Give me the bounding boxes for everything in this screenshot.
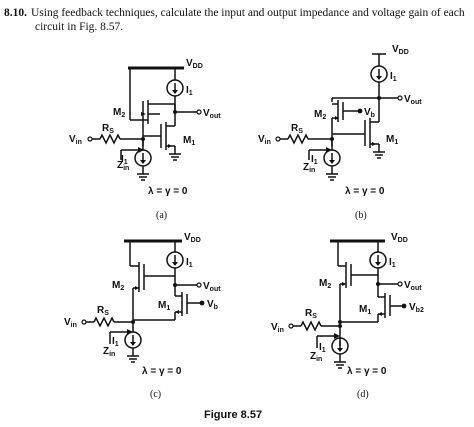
label-vdd: VDD	[186, 58, 203, 70]
label-zin: Zin	[303, 162, 315, 174]
current-source-i1b	[134, 149, 152, 167]
label-i1-bottom: I1	[112, 336, 119, 348]
label-rs: RS	[291, 123, 303, 135]
label-vout: Vout	[404, 94, 422, 106]
label-vdd: VDD	[391, 232, 408, 244]
label-vin: Vin	[258, 134, 271, 146]
transistor-m1	[332, 98, 380, 152]
transistor-m2	[337, 241, 378, 346]
label-m2: M2	[113, 107, 125, 119]
label-m2: M2	[314, 109, 326, 121]
label-i1: I1	[186, 257, 193, 269]
transistor-m1	[143, 112, 176, 154]
label-vb: Vb	[364, 107, 375, 119]
resistor-rs	[99, 133, 121, 145]
label-vin: Vin	[64, 317, 77, 329]
caption-c: (c)	[150, 389, 161, 400]
transistor-m2	[129, 241, 175, 320]
label-i1: I1	[390, 71, 397, 83]
label-i1-bottom: I1	[319, 342, 326, 354]
current-source-i1	[369, 251, 387, 269]
label-vout: Vout	[203, 281, 221, 293]
label-vdd: VDD	[392, 44, 409, 56]
circuit-a: VDD I1 Vout M2 M1 RS Vin Zin I1 λ = γ = …	[69, 58, 221, 221]
caption-b: (b)	[355, 210, 367, 221]
label-i1-bottom: I1	[121, 154, 128, 166]
label-vdd: VDD	[184, 232, 201, 244]
label-i1: I1	[389, 257, 396, 269]
label-vin: Vin	[271, 322, 284, 334]
resistor-rs	[300, 320, 322, 332]
label-rs: RS	[305, 308, 317, 320]
label-rs: RS	[102, 123, 114, 135]
circuit-d: VDD I1 Vout Vb2 M2 M1 RS Vin Zin I1 λ = …	[271, 232, 424, 400]
label-m1: M1	[183, 135, 195, 147]
problem-text-line1: Using feedback techniques, calculate the…	[31, 7, 465, 19]
transistor-m1	[338, 284, 407, 324]
label-m1: M1	[158, 300, 170, 312]
condition-text: λ = γ = 0	[345, 186, 385, 197]
current-source-i1	[166, 79, 184, 97]
figure-caption: Figure 8.57	[204, 409, 262, 421]
label-vin: Vin	[69, 134, 82, 146]
circuit-b: VDD I1 Vout Vb M2 M1 RS Vin Zin I1 λ = γ…	[258, 44, 422, 221]
caption-d: (d)	[357, 389, 369, 400]
label-zin: Zin	[310, 351, 322, 363]
label-rs: RS	[97, 305, 109, 317]
transistor-m2	[331, 97, 379, 146]
label-i1: I1	[186, 85, 193, 97]
transistor-m2	[129, 68, 176, 124]
label-zin: Zin	[103, 346, 115, 358]
problem-number: 8.10.	[4, 7, 27, 19]
condition-text: λ = γ = 0	[148, 186, 188, 197]
label-vout: Vout	[404, 280, 422, 292]
condition-text: λ = γ = 0	[347, 366, 387, 377]
label-vb: Vb	[207, 299, 218, 311]
current-source-i1	[166, 251, 184, 269]
condition-text: λ = γ = 0	[142, 366, 182, 377]
resistor-rs	[93, 316, 115, 328]
label-m1: M1	[386, 134, 398, 146]
current-source-i1b	[124, 331, 142, 349]
label-m2: M2	[319, 278, 331, 290]
transistor-m1	[133, 285, 205, 321]
caption-a: (a)	[156, 210, 167, 221]
ground-symbol	[373, 151, 385, 159]
label-vout: Vout	[203, 108, 221, 120]
problem-statement: 8.10. Using feedback techniques, calculat…	[4, 6, 470, 34]
label-m2: M2	[112, 280, 124, 292]
label-m1: M1	[359, 304, 371, 316]
current-source-i1	[370, 65, 388, 83]
current-source-i1b	[323, 149, 341, 167]
resistor-rs	[287, 133, 309, 145]
problem-text-line2: circuit in Fig. 8.57.	[35, 21, 124, 33]
label-i1-bottom: I1	[311, 154, 318, 166]
label-zin: Zin	[117, 160, 129, 172]
label-vb: Vb2	[409, 302, 424, 314]
ground-symbol	[169, 153, 181, 161]
circuit-c: VDD I1 Vout Vb M2 M1 RS Vin Zin I1 λ = γ…	[64, 232, 221, 400]
